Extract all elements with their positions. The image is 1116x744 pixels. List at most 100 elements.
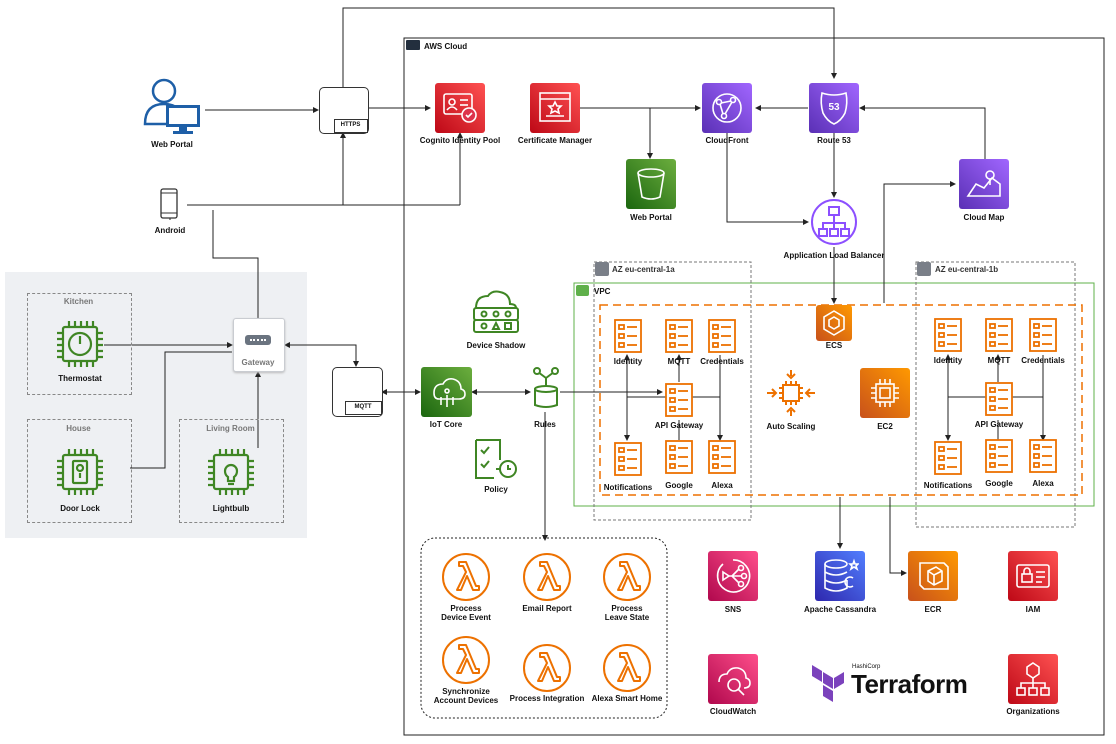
lambda-email-report-icon [522,552,572,607]
kitchen-label: Kitchen [63,297,94,306]
door-lock-label: Door Lock [60,504,100,513]
ecs-icon [823,310,845,336]
service-google-icon [664,439,694,480]
device-shadow-label: Device Shadow [466,341,526,350]
lambda-process-integration-label: Process Integration [509,694,585,703]
load-balancer-label: Application Load Balancer [783,251,885,260]
service-mqtt-label: MQTT [667,357,691,366]
terraform-name-label: Terraform [851,669,968,699]
lambda-process-leave-state-label: Process Leave State [604,604,650,622]
service-api-gateway-label: API Gateway [974,420,1024,429]
thermostat-label: Thermostat [58,374,102,383]
auto-scaling-icon [767,370,815,416]
ec2-chip-icon [871,379,899,407]
service-google-label: Google [985,479,1013,488]
service-alexa-icon [707,439,737,480]
service-api-gateway-label: API Gateway [654,421,704,430]
ecr-icon [919,562,949,590]
ec2-tile [860,368,910,418]
vpc-cloud-icon [576,285,589,296]
iam-icon [1016,564,1050,588]
policy-icon [475,439,517,479]
certificate-manager-tile [530,83,580,133]
lambda-email-report-label: Email Report [522,604,572,613]
ecr-label: ECR [924,605,942,614]
az-a-flag-icon [595,262,609,276]
service-alexa-label: Alexa [1032,479,1054,488]
az-a-label: AZ eu-central-1a [612,265,675,274]
s3-bucket-icon [637,168,665,200]
house-label: House [66,424,91,433]
cloud-map-label: Cloud Map [963,213,1005,222]
lambda-process-integration-icon [522,643,572,698]
lambda-process-device-event-label: Process Device Event [441,604,491,622]
sns-label: SNS [724,605,742,614]
android-label: Android [154,226,186,235]
https-label: HTTPS [340,122,361,128]
service-alexa-icon [1028,438,1058,479]
aws-logo-icon [406,40,420,50]
service-credentials-label: Credentials [1021,356,1065,365]
service-mqtt-label: MQTT [987,356,1011,365]
cassandra-db-icon [824,558,859,592]
auto-scaling-label: Auto Scaling [766,422,816,431]
certificate-manager-label: Certificate Manager [517,136,593,145]
service-notifications-icon [933,440,963,481]
living-room-label: Living Room [206,424,255,433]
cassandra-label: Apache Cassandra [803,605,877,614]
service-api-gateway-icon [664,382,694,423]
lightbulb-label: Lightbulb [212,504,250,513]
ec2-label: EC2 [877,422,893,431]
door-lock-icon [57,449,103,495]
terraform-logo-icon [812,665,844,702]
lightbulb-icon [208,449,254,495]
gateway-device [233,318,285,372]
lambda-alexa-smart-home-icon [602,643,652,698]
service-alexa-label: Alexa [711,481,733,490]
sns-icon [716,559,751,593]
lambda-process-leave-state-icon [602,552,652,607]
service-notifications-label: Notifications [603,483,653,492]
az-b-label: AZ eu-central-1b [935,265,999,274]
policy-label: Policy [484,485,508,494]
iot-core-tile [421,367,472,417]
android-phone-icon [160,188,178,219]
mqtt-endpoint-label: MQTT [354,404,372,410]
cognito-id-icon [443,93,477,123]
house-room [27,419,132,523]
mqtt-tag-box [345,401,382,415]
service-identity-icon [613,318,643,359]
rules-label: Rules [534,420,556,429]
ecs-label: ECS [825,341,843,350]
device-shadow-icon [473,290,519,333]
service-mqtt-icon [664,318,694,359]
lambda-sync-account-devices-label: Synchronize Account Devices [433,687,499,705]
web-portal-bucket-tile [626,159,676,209]
rules-icon [533,367,559,408]
user-computer-icon [143,78,200,134]
certificate-icon [539,92,571,122]
service-api-gateway-icon [984,381,1014,422]
iot-core-icon [433,378,466,407]
az-b-box [915,261,1076,528]
lambda-process-device-event-icon [441,552,491,607]
route53-shield-icon [820,91,848,125]
thermostat-icon [57,321,103,367]
lambda-alexa-smart-home-label: Alexa Smart Home [591,694,663,703]
lambda-sync-account-devices-icon [441,635,491,690]
cloud-map-icon [966,170,1001,197]
ecr-tile [908,551,958,601]
service-notifications-label: Notifications [923,481,973,490]
load-balancer-icon [811,199,857,245]
service-mqtt-icon [984,317,1014,358]
service-credentials-icon [707,318,737,359]
az-b-flag-icon [917,262,931,276]
service-google-label: Google [665,481,693,490]
cognito-label: Cognito Identity Pool [419,136,501,145]
cloudfront-label: CloudFront [705,136,749,145]
web-portal-bucket-label: Web Portal [630,213,672,222]
cassandra-tile [815,551,865,601]
cloudwatch-icon [718,667,751,696]
cloudfront-tile [702,83,752,133]
